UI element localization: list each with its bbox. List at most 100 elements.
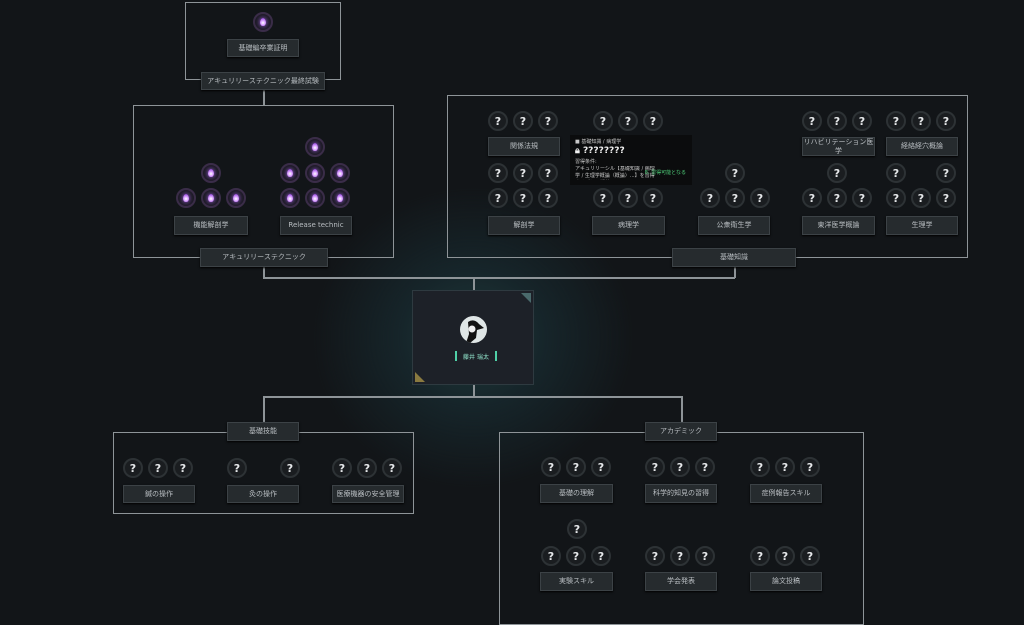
locked-skill-node[interactable]: ? xyxy=(541,546,561,566)
locked-skill-node[interactable]: ? xyxy=(775,546,795,566)
locked-skill-node[interactable]: ? xyxy=(538,163,558,183)
locked-skill-node[interactable]: ? xyxy=(827,188,847,208)
skill-button[interactable]: 機能解剖学 xyxy=(174,216,248,235)
skill-button[interactable]: リハビリテーション医学 xyxy=(802,137,875,156)
locked-skill-node[interactable]: ? xyxy=(800,457,820,477)
locked-skill-node[interactable]: ? xyxy=(618,111,638,131)
skill-button[interactable]: 解剖学 xyxy=(488,216,560,235)
locked-skill-node[interactable]: ? xyxy=(936,111,956,131)
locked-skill-node[interactable]: ? xyxy=(566,457,586,477)
skill-button[interactable]: 科学的知見の習得 xyxy=(645,484,717,503)
locked-skill-node[interactable]: ? xyxy=(670,457,690,477)
locked-skill-node[interactable]: ? xyxy=(227,458,247,478)
locked-skill-node[interactable]: ? xyxy=(280,458,300,478)
player-card[interactable]: 藤井 瑞太 xyxy=(412,290,534,385)
locked-skill-node[interactable]: ? xyxy=(911,111,931,131)
skill-button[interactable]: 鍼の操作 xyxy=(123,485,195,503)
locked-skill-node[interactable]: ? xyxy=(750,457,770,477)
skill-button[interactable]: 生理学 xyxy=(886,216,958,235)
locked-skill-node[interactable]: ? xyxy=(725,163,745,183)
unlocked-skill-node[interactable] xyxy=(305,188,325,208)
locked-skill-node[interactable]: ? xyxy=(148,458,168,478)
locked-skill-node[interactable]: ? xyxy=(566,546,586,566)
locked-skill-node[interactable]: ? xyxy=(538,111,558,131)
locked-skill-node[interactable]: ? xyxy=(567,519,587,539)
locked-skill-node[interactable]: ? xyxy=(802,188,822,208)
skill-button[interactable]: 症例報告スキル xyxy=(750,484,822,503)
locked-skill-node[interactable]: ? xyxy=(332,458,352,478)
locked-skill-node[interactable]: ? xyxy=(593,188,613,208)
locked-skill-node[interactable]: ? xyxy=(382,458,402,478)
group-title-button[interactable]: 基礎知識 xyxy=(672,248,796,267)
skill-button[interactable]: 関係法規 xyxy=(488,137,560,156)
locked-skill-node[interactable]: ? xyxy=(593,111,613,131)
locked-skill-node[interactable]: ? xyxy=(645,457,665,477)
locked-skill-node[interactable]: ? xyxy=(618,188,638,208)
unlocked-skill-node[interactable] xyxy=(305,137,325,157)
skill-button[interactable]: 灸の操作 xyxy=(227,485,299,503)
locked-skill-node[interactable]: ? xyxy=(886,188,906,208)
locked-skill-node[interactable]: ? xyxy=(488,163,508,183)
locked-skill-node[interactable]: ? xyxy=(775,457,795,477)
locked-skill-node[interactable]: ? xyxy=(700,188,720,208)
locked-skill-node[interactable]: ? xyxy=(750,546,770,566)
unlocked-skill-node[interactable] xyxy=(176,188,196,208)
locked-skill-node[interactable]: ? xyxy=(725,188,745,208)
locked-skill-node[interactable]: ? xyxy=(886,163,906,183)
group-title-button[interactable]: アキュリリーステクニック xyxy=(200,248,328,267)
locked-skill-node[interactable]: ? xyxy=(488,188,508,208)
locked-skill-node[interactable]: ? xyxy=(936,163,956,183)
locked-skill-node[interactable]: ? xyxy=(538,188,558,208)
unlocked-skill-node[interactable] xyxy=(226,188,246,208)
skill-button[interactable]: Release technic xyxy=(280,216,352,235)
skill-button[interactable]: 病理学 xyxy=(592,216,665,235)
skill-button[interactable]: 実験スキル xyxy=(540,572,613,591)
locked-skill-node[interactable]: ? xyxy=(513,111,533,131)
locked-skill-node[interactable]: ? xyxy=(643,188,663,208)
locked-skill-node[interactable]: ? xyxy=(695,457,715,477)
locked-skill-node[interactable]: ? xyxy=(670,546,690,566)
group-title-button[interactable]: アキュリリーステクニック最終試験 xyxy=(201,72,325,90)
unlocked-skill-node[interactable] xyxy=(201,163,221,183)
skill-button[interactable]: 東洋医学概論 xyxy=(802,216,875,235)
locked-skill-node[interactable]: ? xyxy=(911,188,931,208)
unlocked-skill-node[interactable] xyxy=(280,188,300,208)
locked-skill-node[interactable]: ? xyxy=(591,546,611,566)
locked-skill-node[interactable]: ? xyxy=(541,457,561,477)
group-title-button[interactable]: アカデミック xyxy=(645,422,717,441)
locked-skill-node[interactable]: ? xyxy=(750,188,770,208)
skill-button[interactable]: 医療機器の安全管理 xyxy=(332,485,404,503)
locked-skill-node[interactable]: ? xyxy=(123,458,143,478)
locked-skill-node[interactable]: ? xyxy=(513,188,533,208)
locked-skill-node[interactable]: ? xyxy=(643,111,663,131)
skill-button[interactable]: 基礎編卒業証明 xyxy=(227,39,299,57)
locked-skill-node[interactable]: ? xyxy=(357,458,377,478)
skill-button[interactable]: 論文投稿 xyxy=(750,572,822,591)
skill-button[interactable]: 学会発表 xyxy=(645,572,717,591)
locked-skill-node[interactable]: ? xyxy=(936,188,956,208)
unlocked-skill-node[interactable] xyxy=(201,188,221,208)
locked-skill-node[interactable]: ? xyxy=(695,546,715,566)
unlocked-skill-node[interactable] xyxy=(330,188,350,208)
locked-skill-node[interactable]: ? xyxy=(800,546,820,566)
unlocked-skill-node[interactable] xyxy=(253,12,273,32)
locked-skill-node[interactable]: ? xyxy=(827,163,847,183)
skill-button[interactable]: 公衆衛生学 xyxy=(698,216,770,235)
locked-skill-node[interactable]: ? xyxy=(591,457,611,477)
group-title-button[interactable]: 基礎技能 xyxy=(227,422,299,441)
locked-skill-node[interactable]: ? xyxy=(852,111,872,131)
skill-button[interactable]: 経絡経穴概論 xyxy=(886,137,958,156)
locked-skill-node[interactable]: ? xyxy=(645,546,665,566)
skill-button[interactable]: 基礎の理解 xyxy=(540,484,613,503)
locked-skill-node[interactable]: ? xyxy=(802,111,822,131)
locked-skill-node[interactable]: ? xyxy=(827,111,847,131)
unlocked-skill-node[interactable] xyxy=(305,163,325,183)
unlocked-skill-node[interactable] xyxy=(280,163,300,183)
locked-skill-node[interactable]: ? xyxy=(173,458,193,478)
unlocked-skill-node[interactable] xyxy=(330,163,350,183)
question-mark-icon: ? xyxy=(649,191,657,205)
locked-skill-node[interactable]: ? xyxy=(488,111,508,131)
locked-skill-node[interactable]: ? xyxy=(513,163,533,183)
locked-skill-node[interactable]: ? xyxy=(852,188,872,208)
locked-skill-node[interactable]: ? xyxy=(886,111,906,131)
